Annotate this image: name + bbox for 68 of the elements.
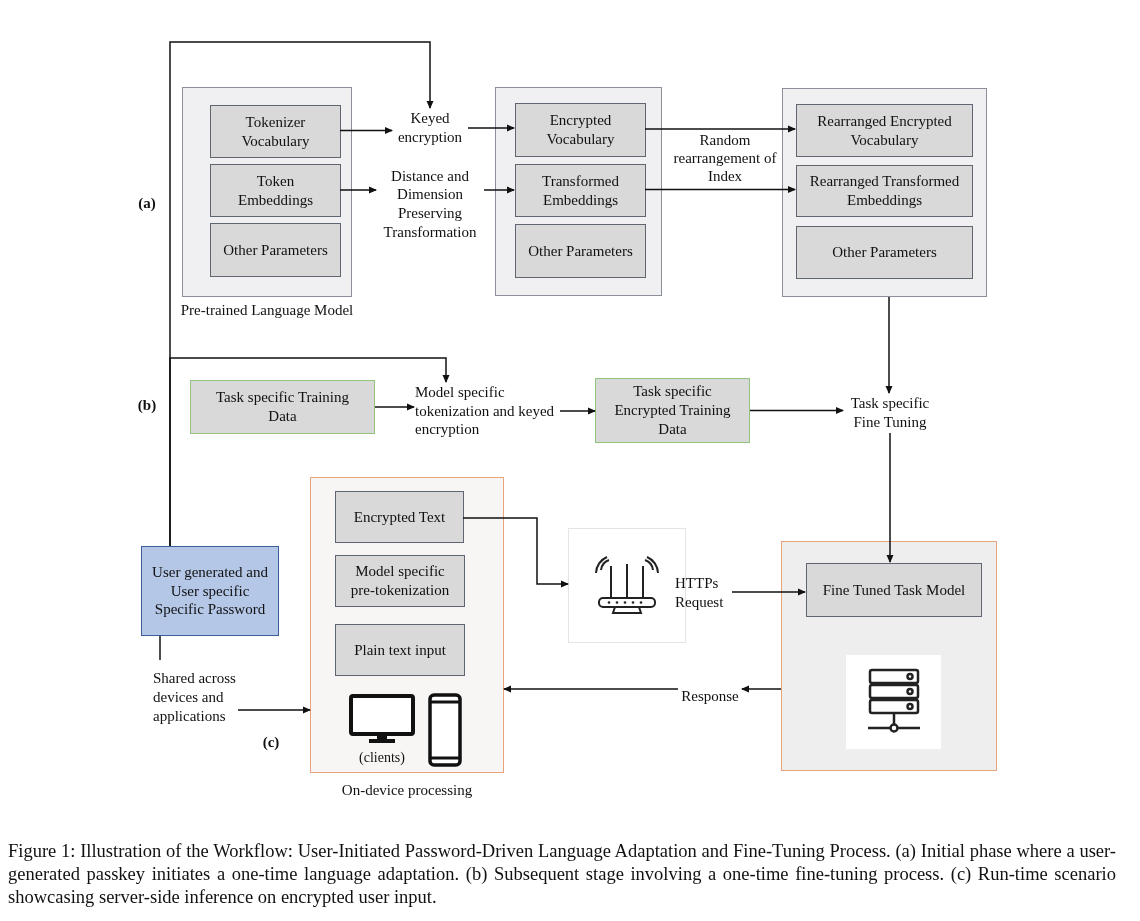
panel-marker: (c) bbox=[261, 733, 281, 751]
box-label: Other Parameters bbox=[527, 241, 634, 261]
arrow bbox=[339, 127, 393, 134]
box-label: Task specific Training Data bbox=[214, 388, 351, 426]
arrow bbox=[885, 296, 893, 394]
step-label: Shared across devices and applications bbox=[153, 669, 237, 726]
arrow bbox=[374, 403, 415, 411]
panel-marker: (a) bbox=[137, 194, 157, 212]
step-label: HTTPs Request bbox=[675, 574, 725, 612]
server-panel bbox=[781, 541, 997, 771]
arrow bbox=[503, 685, 679, 693]
box-label: Encrypted Vocabulary bbox=[545, 111, 616, 149]
arrow bbox=[741, 685, 782, 693]
box-label: Model specific pre-tokenization bbox=[349, 562, 451, 600]
process-box bbox=[335, 624, 465, 676]
panel bbox=[495, 87, 662, 296]
arrow bbox=[886, 432, 894, 563]
data-box bbox=[595, 378, 750, 443]
password-box bbox=[141, 546, 279, 636]
arrow bbox=[169, 357, 450, 547]
step-label: Response bbox=[681, 686, 739, 706]
process-box bbox=[796, 104, 973, 157]
box-label: Encrypted Text bbox=[352, 507, 447, 527]
panel-title: Pre-trained Language Model bbox=[180, 302, 354, 319]
annotation-text: Random rearrangement of Index bbox=[672, 131, 778, 185]
step-label: Task specific Fine Tuning bbox=[849, 394, 931, 432]
step-label: Keyed encryption bbox=[396, 109, 464, 147]
arrow bbox=[483, 186, 515, 194]
process-box bbox=[515, 103, 646, 157]
box-label: Other Parameters bbox=[831, 243, 938, 262]
process-box bbox=[210, 105, 341, 158]
figure-caption: Figure 1: Illustration of the Workflow: User-Initiated Password-Driven Language Adaptation and Fine-Tuning Process. (a) Initial phase where a user-generated passkey initiates a one-time language adaptation. (b) Subsequent stage involving a one-time fine-tuning process. (c) Run-time scenario showcasing server-side inference on encrypted user input. bbox=[8, 840, 1116, 910]
panel-marker: (b) bbox=[136, 396, 158, 414]
box-label: Plain text input bbox=[353, 640, 447, 660]
process-box bbox=[806, 563, 982, 617]
arrow bbox=[559, 407, 596, 415]
process-box bbox=[335, 555, 465, 607]
box-label: Transformed Embeddings bbox=[541, 171, 620, 210]
box-label: Token Embeddings bbox=[237, 171, 314, 210]
box-label: Other Parameters bbox=[222, 240, 329, 260]
box-label: Rearranged Transformed Embeddings bbox=[808, 172, 961, 210]
panel-title: On-device processing bbox=[341, 782, 473, 799]
arrow bbox=[467, 124, 515, 132]
arrow bbox=[237, 706, 311, 714]
box-label: Task specific Encrypted Training Data bbox=[613, 382, 732, 439]
arrow bbox=[462, 517, 569, 588]
arrow bbox=[644, 125, 796, 133]
process-box bbox=[796, 165, 973, 217]
process-box bbox=[210, 223, 341, 277]
process-box bbox=[515, 224, 646, 278]
arrow bbox=[731, 588, 806, 596]
step-label: Distance and Dimension Preserving Transformation bbox=[382, 166, 478, 242]
process-box bbox=[335, 491, 464, 543]
arrow bbox=[644, 186, 796, 193]
process-box bbox=[210, 164, 341, 217]
box-label: Fine Tuned Task Model bbox=[821, 580, 967, 600]
box-label: Tokenizer Vocabulary bbox=[240, 112, 311, 151]
device-label: (clients) bbox=[358, 750, 406, 766]
box-label: Rearranged Encrypted Vocabulary bbox=[816, 111, 953, 150]
panel bbox=[782, 88, 987, 297]
process-box bbox=[515, 164, 646, 217]
box-label: User generated and User specific Specific Password bbox=[151, 562, 269, 620]
server-icon bbox=[846, 655, 941, 749]
process-box bbox=[796, 226, 973, 279]
data-box bbox=[190, 380, 375, 434]
arrow bbox=[339, 186, 377, 194]
arrow bbox=[749, 407, 844, 414]
step-label: Model specific tokenization and keyed encryption bbox=[415, 382, 556, 440]
